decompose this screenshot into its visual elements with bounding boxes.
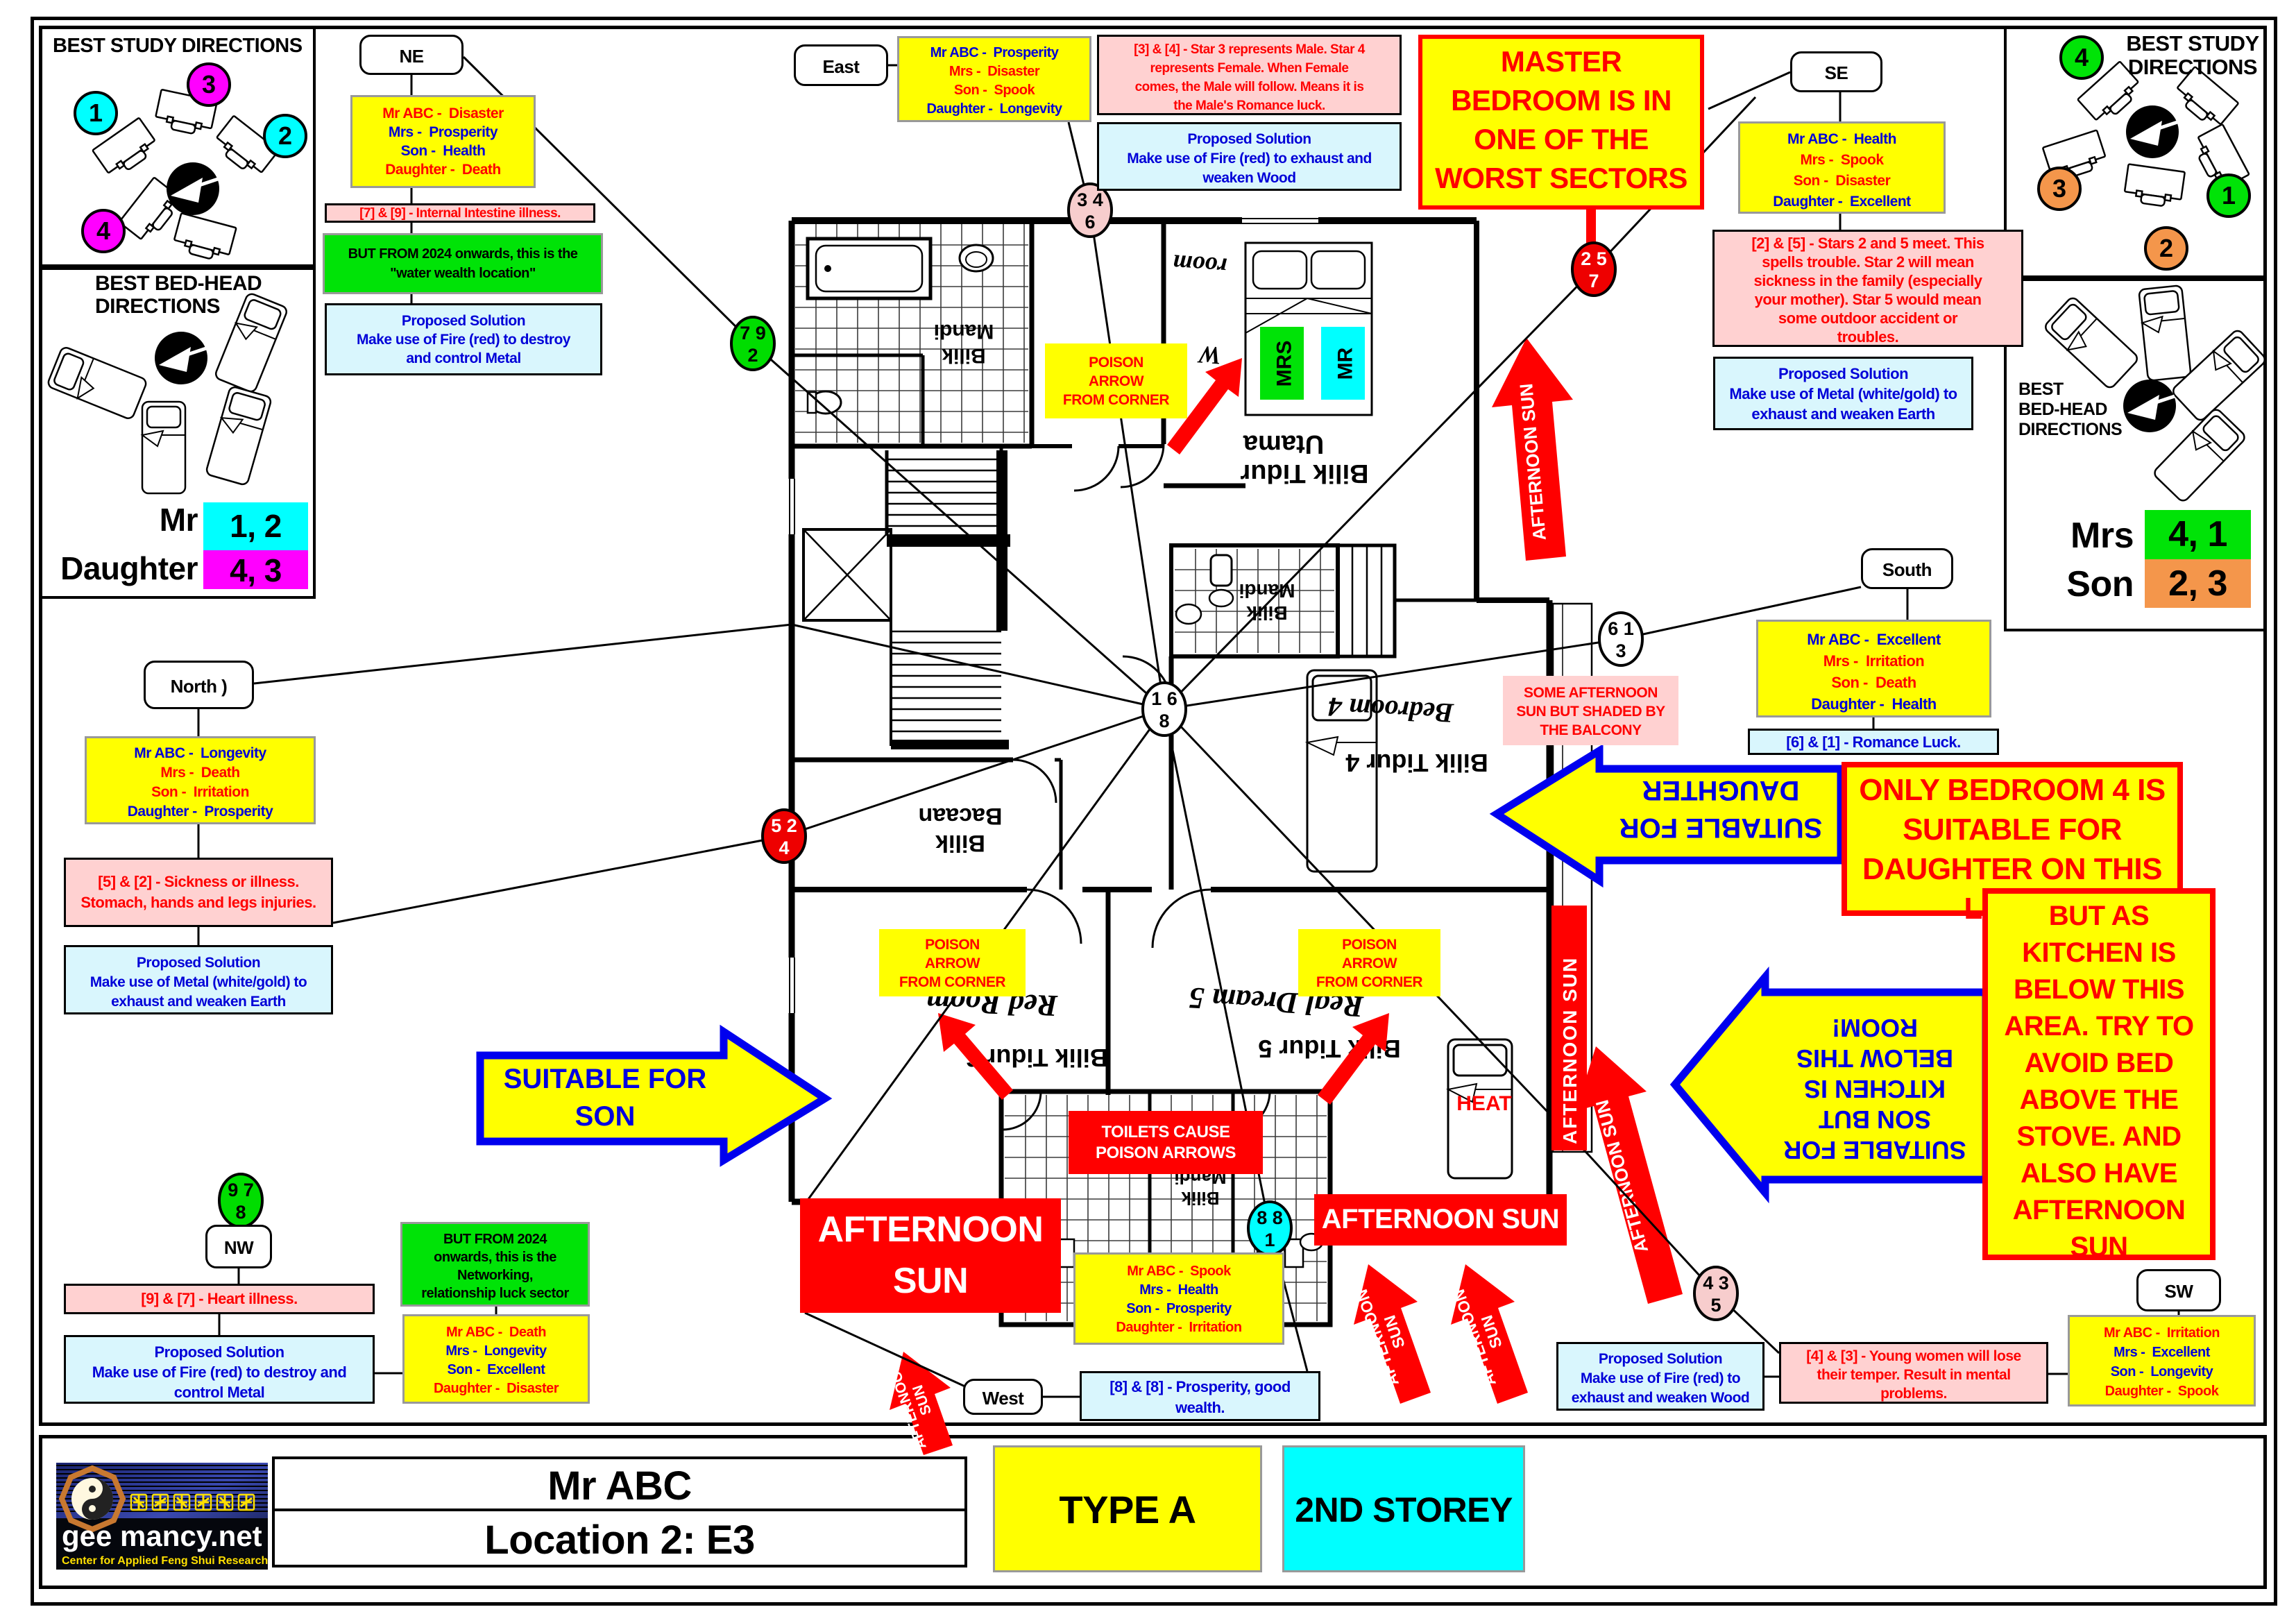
svg-text:Bedroom 4: Bedroom 4 [1327, 691, 1455, 729]
svg-text:3: 3 [2052, 174, 2066, 203]
svg-text:MRS: MRS [1273, 341, 1296, 387]
svg-text:gee mancy.net: gee mancy.net [62, 1520, 262, 1552]
svg-text:1: 1 [89, 99, 103, 127]
svg-text:Bilik: Bilik [1246, 602, 1288, 624]
svg-text:7 9: 7 9 [740, 323, 766, 343]
svg-text:9 7: 9 7 [228, 1180, 254, 1200]
svg-text:Utama: Utama [1243, 430, 1324, 459]
svg-text:ROOM!: ROOM! [1832, 1014, 1918, 1042]
svg-text:4 3: 4 3 [1703, 1273, 1729, 1293]
svg-text:1: 1 [2222, 181, 2236, 210]
svg-text:8: 8 [235, 1202, 246, 1223]
svg-text:2: 2 [278, 121, 292, 150]
svg-text:Bacaan: Bacaan [919, 803, 1003, 829]
svg-text:6: 6 [1085, 212, 1095, 232]
svg-text:W: W [1196, 341, 1223, 370]
svg-text:Bilik Tidur: Bilik Tidur [1240, 459, 1368, 488]
svg-text:4: 4 [779, 838, 789, 858]
svg-text:3 4: 3 4 [1077, 189, 1103, 210]
svg-text:SON BUT: SON BUT [1819, 1105, 1931, 1134]
svg-text:Bilik: Bilik [1181, 1188, 1219, 1209]
svg-text:Bilik Tidur 4: Bilik Tidur 4 [1345, 749, 1488, 777]
svg-text:Bilik: Bilik [942, 344, 986, 367]
svg-text:HEAT: HEAT [1456, 1092, 1511, 1115]
svg-text:3: 3 [202, 70, 216, 99]
svg-text:2 5: 2 5 [1581, 248, 1607, 269]
svg-text:8 8: 8 8 [1257, 1207, 1283, 1228]
svg-text:SUITABLE FOR: SUITABLE FOR [504, 1064, 707, 1094]
svg-text:5 2: 5 2 [771, 815, 797, 836]
svg-text:Center for Applied Feng Shui R: Center for Applied Feng Shui Research [62, 1555, 268, 1567]
svg-text:7: 7 [1588, 271, 1599, 291]
svg-text:KITCHEN IS: KITCHEN IS [1804, 1075, 1946, 1103]
svg-text:Bilik: Bilik [935, 830, 985, 856]
svg-text:8: 8 [1159, 711, 1169, 731]
svg-text:4: 4 [96, 216, 110, 245]
svg-text:AFTERNOON SUN: AFTERNOON SUN [1559, 957, 1581, 1144]
svg-text:3: 3 [1615, 640, 1626, 661]
svg-text:DAUGHTER: DAUGHTER [1642, 775, 1800, 806]
svg-text:SUITABLE FOR: SUITABLE FOR [1619, 813, 1823, 843]
svg-text:room: room [1172, 249, 1228, 280]
svg-text:1: 1 [1264, 1230, 1275, 1250]
svg-text:MR: MR [1334, 347, 1357, 380]
svg-text:2: 2 [2159, 234, 2173, 262]
svg-text:4: 4 [2075, 43, 2089, 71]
svg-text:1 6: 1 6 [1151, 688, 1177, 709]
svg-text:SUITABLE FOR: SUITABLE FOR [1783, 1136, 1966, 1164]
svg-text:BELOW THIS: BELOW THIS [1796, 1044, 1953, 1073]
svg-text:2: 2 [747, 345, 758, 366]
svg-text:SON: SON [575, 1101, 636, 1132]
svg-text:5: 5 [1710, 1295, 1721, 1316]
svg-text:6 1: 6 1 [1608, 618, 1634, 639]
svg-text:Mandi: Mandi [934, 320, 994, 343]
